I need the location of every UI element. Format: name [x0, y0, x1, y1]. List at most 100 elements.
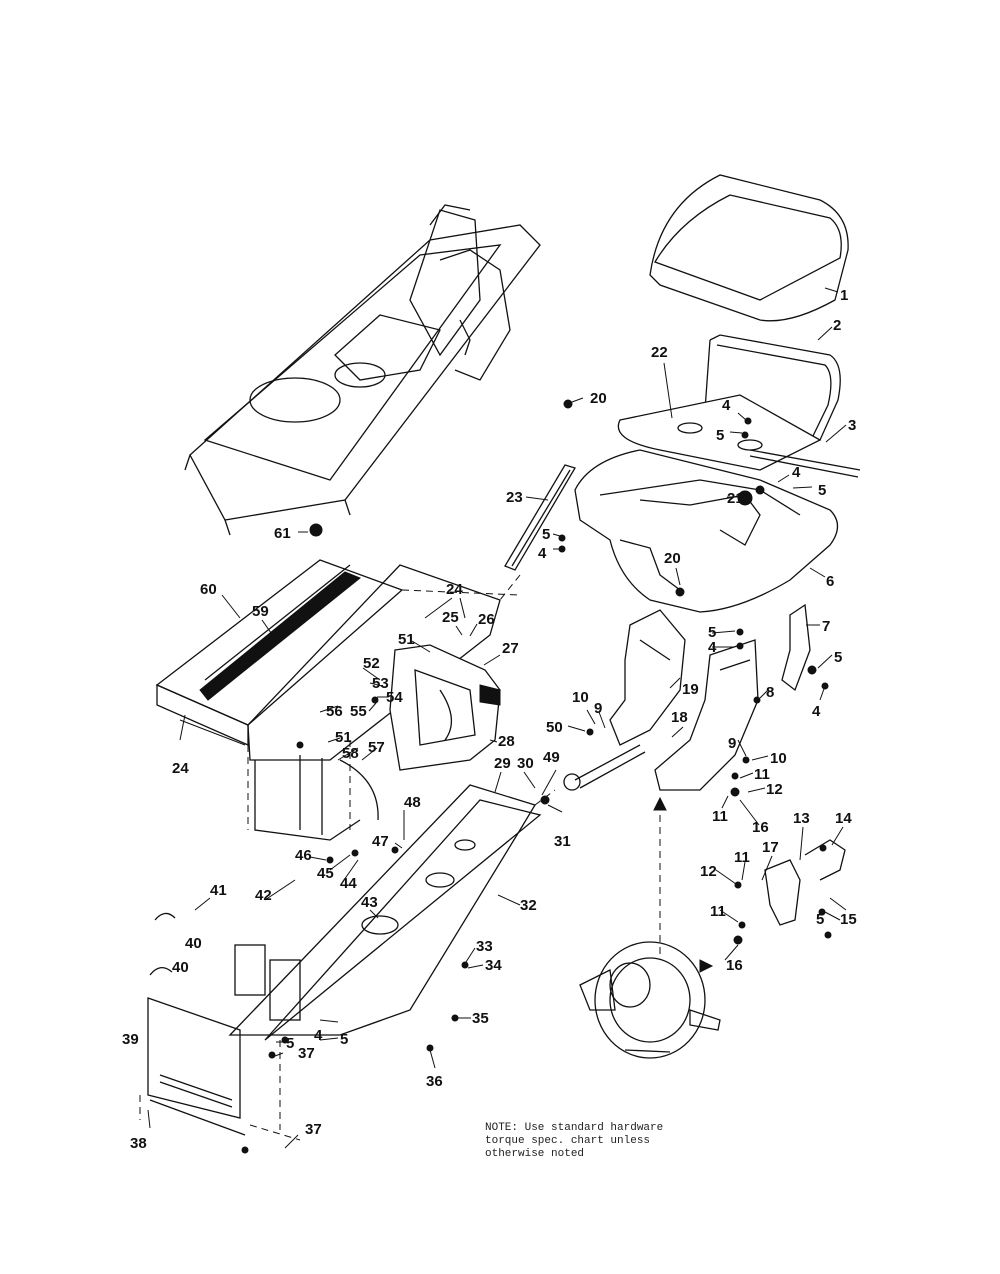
bracket-left [609, 609, 686, 746]
callout-40b: 40 [172, 959, 189, 976]
callout-4b: 4 [792, 464, 801, 481]
callout-21: 21 [727, 490, 744, 507]
callout-34: 34 [485, 957, 502, 974]
hardware-note: NOTE: Use standard hardware torque spec.… [485, 1122, 663, 1160]
callout-20b: 20 [664, 550, 681, 567]
callout-5c: 5 [542, 526, 550, 543]
callout-7: 7 [822, 618, 830, 635]
callout-4e: 4 [812, 703, 821, 720]
callout-16b: 16 [726, 957, 743, 974]
floor-pan [228, 784, 542, 1041]
callout-51b: 51 [335, 729, 352, 746]
callout-52: 52 [363, 655, 380, 672]
battery-box [389, 644, 501, 771]
callout-25: 25 [442, 609, 459, 626]
callout-3: 3 [848, 417, 856, 434]
callout-11d: 11 [710, 903, 726, 920]
note-line-1: NOTE: Use standard hardware [485, 1122, 663, 1134]
callout-5g: 5 [340, 1031, 348, 1048]
callout-8: 8 [766, 684, 774, 701]
note-line-2: torque spec. chart unless [485, 1135, 650, 1147]
callout-5f: 5 [286, 1035, 294, 1052]
callout-51: 51 [398, 631, 415, 648]
callout-29: 29 [494, 755, 511, 772]
callout-23: 23 [506, 489, 523, 506]
callout-19: 19 [682, 681, 699, 698]
callout-60: 60 [200, 581, 217, 598]
callout-24b: 24 [172, 760, 189, 777]
callout-32: 32 [520, 897, 537, 914]
callout-41: 41 [210, 882, 227, 899]
callout-44: 44 [340, 875, 357, 892]
callout-24: 24 [446, 581, 463, 598]
callout-15: 15 [840, 911, 857, 928]
bracket-small [781, 603, 811, 692]
callout-labels: 1 2 3 4 4 4 4 4 4 5 5 5 5 5 5 5 5 6 7 8 … [122, 287, 857, 1152]
seat-cushion [649, 174, 849, 322]
seat-frame [704, 334, 841, 446]
callout-37b: 37 [305, 1121, 322, 1138]
callout-10: 10 [572, 689, 589, 706]
headlights [149, 912, 176, 976]
callout-57: 57 [368, 739, 385, 756]
callout-49: 49 [543, 749, 560, 766]
callout-4d: 4 [708, 639, 717, 656]
callout-13: 13 [793, 810, 810, 827]
callout-42: 42 [255, 887, 272, 904]
callout-11b: 11 [712, 808, 728, 825]
callout-40: 40 [185, 935, 202, 952]
callout-5h: 5 [816, 911, 824, 928]
callout-33: 33 [476, 938, 493, 955]
callout-5b: 5 [818, 482, 826, 499]
callout-36: 36 [426, 1073, 443, 1090]
support-rail [504, 464, 576, 571]
leader-lines [147, 287, 847, 1149]
callout-14: 14 [835, 810, 852, 827]
seat-pan [617, 394, 861, 478]
callout-50: 50 [546, 719, 563, 736]
callout-31: 31 [554, 833, 571, 850]
callout-45: 45 [317, 865, 334, 882]
callout-4c: 4 [538, 545, 547, 562]
linkage [563, 744, 646, 791]
callout-22: 22 [651, 344, 668, 361]
grille [147, 997, 246, 1136]
callout-16: 16 [752, 819, 769, 836]
callout-54: 54 [386, 689, 403, 706]
callout-12b: 12 [700, 863, 717, 880]
callout-5e: 5 [834, 649, 842, 666]
callout-48: 48 [404, 794, 421, 811]
callout-26: 26 [478, 611, 495, 628]
callout-2: 2 [833, 317, 841, 334]
callout-28: 28 [498, 733, 515, 750]
callout-55: 55 [350, 703, 367, 720]
callout-38: 38 [130, 1135, 147, 1152]
dash-panel [247, 564, 501, 841]
callout-9: 9 [594, 700, 602, 717]
fender-pan [574, 449, 839, 613]
callout-18: 18 [671, 709, 688, 726]
callout-37: 37 [298, 1045, 315, 1062]
callout-17: 17 [762, 839, 779, 856]
note-line-3: otherwise noted [485, 1148, 584, 1160]
callout-39: 39 [122, 1031, 139, 1048]
callout-20: 20 [590, 390, 607, 407]
callout-5: 5 [716, 427, 724, 444]
callout-10b: 10 [770, 750, 787, 767]
callout-27: 27 [502, 640, 519, 657]
callout-61: 61 [274, 525, 291, 542]
callout-11: 11 [754, 766, 770, 783]
callout-4: 4 [722, 397, 731, 414]
callout-30: 30 [517, 755, 534, 772]
callout-58: 58 [342, 745, 359, 762]
callout-6: 6 [826, 573, 834, 590]
callout-56: 56 [326, 703, 343, 720]
callout-12: 12 [766, 781, 783, 798]
callout-59: 59 [252, 603, 269, 620]
callout-53: 53 [372, 675, 389, 692]
callout-47: 47 [372, 833, 389, 850]
callout-46: 46 [295, 847, 312, 864]
callout-11c: 11 [734, 849, 750, 866]
callout-43: 43 [361, 894, 378, 911]
